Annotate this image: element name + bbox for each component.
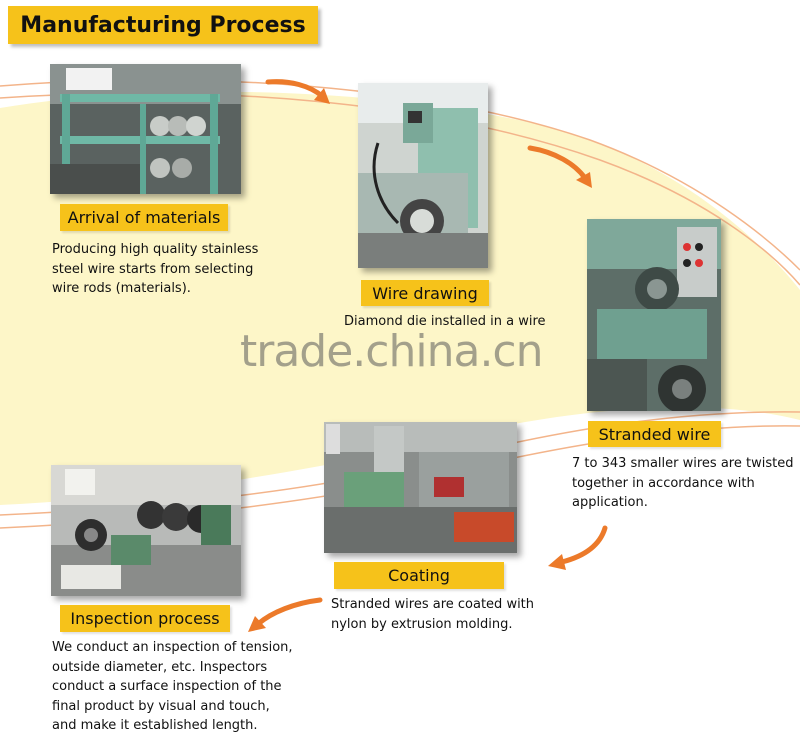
step-label-inspection: Inspection process (60, 605, 230, 632)
step-description-stranded-wire: 7 to 343 smaller wires are twisted toget… (572, 456, 794, 510)
watermark: trade.china.cn (240, 326, 544, 377)
arrival-photo (50, 64, 241, 194)
arrow-icon (255, 79, 608, 627)
coating-photo (324, 422, 517, 553)
wire-drawing-photo (358, 83, 488, 268)
step-description-arrival: Producing high quality stainless steel w… (52, 242, 259, 296)
step-description-coating: Stranded wires are coated with nylon by … (331, 597, 535, 632)
step-description-inspection: We conduct an inspection of tension, out… (52, 640, 293, 733)
stranded-wire-photo (587, 219, 721, 411)
step-label-stranded-wire: Stranded wire (588, 421, 721, 447)
step-label-arrival: Arrival of materials (60, 204, 228, 231)
page-title: Manufacturing Process (8, 6, 318, 44)
inspection-photo (51, 465, 241, 596)
step-label-coating: Coating (334, 562, 504, 589)
step-label-wire-drawing: Wire drawing (361, 280, 489, 306)
step-description-wire-drawing: Diamond die installed in a wire (344, 314, 546, 329)
